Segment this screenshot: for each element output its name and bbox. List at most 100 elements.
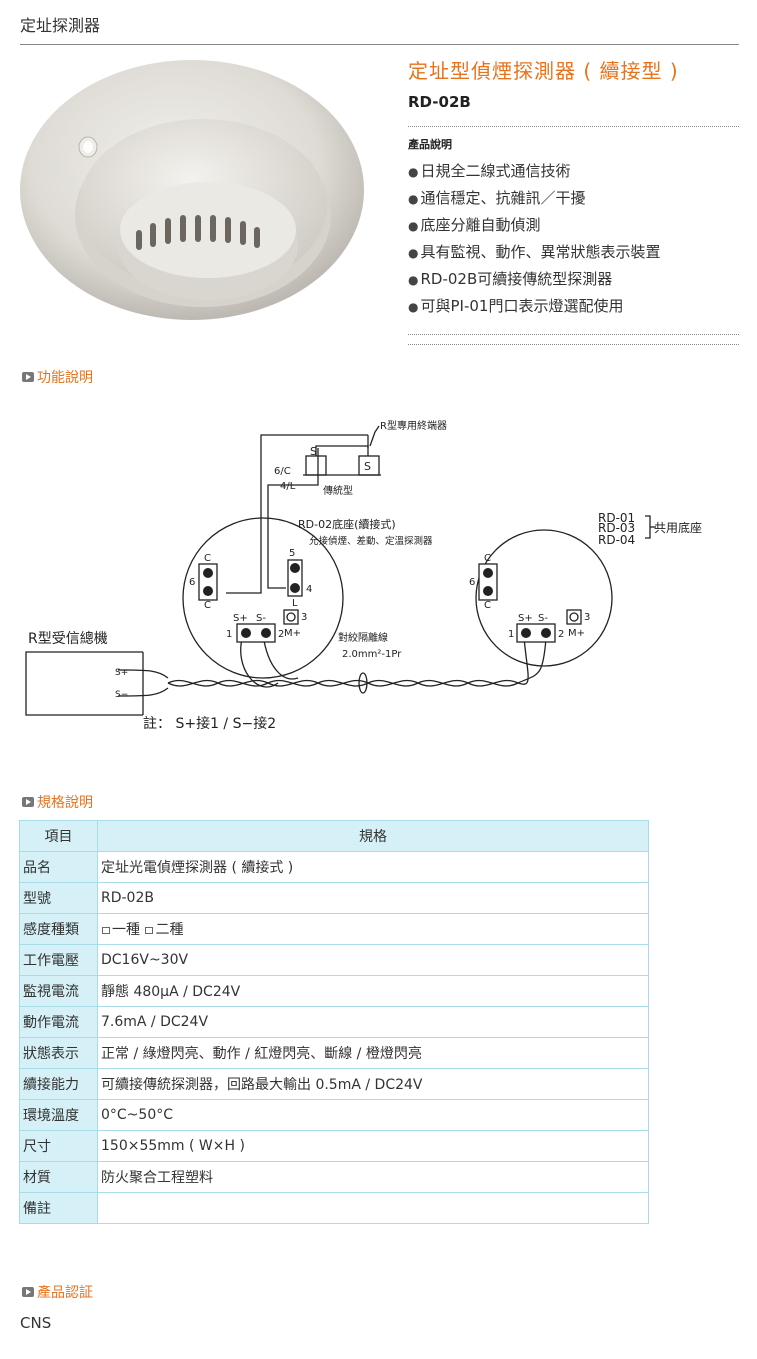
svg-text:S−: S− bbox=[115, 690, 128, 700]
table-row: 材質 防火聚合工程塑料 bbox=[19, 1161, 649, 1193]
row-value: 0°C~50°C bbox=[97, 1099, 649, 1131]
svg-text:RD-02底座(續接式): RD-02底座(續接式) bbox=[298, 517, 396, 531]
row-value: 定址光電偵煙探測器 ( 續接式 ) bbox=[97, 851, 649, 883]
table-row: 續接能力 可續接傳統探測器，回路最大輸出 0.5mA / DC24V bbox=[19, 1068, 649, 1100]
svg-text:C: C bbox=[204, 600, 211, 611]
row-value: RD-02B bbox=[97, 882, 649, 914]
svg-text:RD-03: RD-03 bbox=[598, 521, 635, 535]
svg-text:M+: M+ bbox=[568, 628, 585, 639]
svg-text:R型受信總機: R型受信總機 bbox=[28, 630, 108, 647]
row-label: 工作電壓 bbox=[19, 944, 98, 976]
svg-text:對絞隔離線: 對絞隔離線 bbox=[338, 631, 388, 644]
svg-text:L: L bbox=[292, 598, 298, 609]
row-label: 型號 bbox=[19, 882, 98, 914]
svg-text:C: C bbox=[484, 553, 491, 564]
svg-text:S: S bbox=[364, 460, 371, 473]
svg-text:5: 5 bbox=[289, 548, 295, 559]
table-header-row: 項目 規格 bbox=[19, 820, 649, 852]
page-title: 定址探測器 bbox=[20, 16, 101, 35]
list-item: ●具有監視、動作、異常狀態表示裝置 bbox=[408, 243, 661, 261]
bullet-icon: ● bbox=[408, 192, 419, 206]
row-label: 監視電流 bbox=[19, 975, 98, 1007]
svg-text:S-: S- bbox=[538, 613, 548, 624]
list-item: ●底座分離自動偵測 bbox=[408, 216, 541, 234]
row-label: 尺寸 bbox=[19, 1130, 98, 1162]
table-row: 動作電流 7.6mA / DC24V bbox=[19, 1006, 649, 1038]
svg-text:2: 2 bbox=[278, 629, 284, 640]
row-label: 品名 bbox=[19, 851, 98, 883]
svg-text:傳統型: 傳統型 bbox=[323, 484, 353, 497]
table-header: 規格 bbox=[97, 820, 649, 852]
svg-text:RD-01: RD-01 bbox=[598, 511, 635, 525]
bullet-icon: ● bbox=[408, 273, 419, 287]
table-row: 監視電流 靜態 480μA / DC24V bbox=[19, 975, 649, 1007]
row-label: 狀態表示 bbox=[19, 1037, 98, 1069]
row-label: 材質 bbox=[19, 1161, 98, 1193]
svg-text:6: 6 bbox=[189, 577, 195, 588]
section-spec-heading: 規格說明 bbox=[22, 792, 93, 812]
list-item: ●RD-02B可續接傳統型探測器 bbox=[408, 270, 613, 288]
wiring-diagram: R型專用終端器 6/C 4/L 傳統型 S S RD-02底座(續接式) 允接偵… bbox=[25, 419, 702, 732]
svg-text:S+: S+ bbox=[518, 613, 533, 624]
play-icon bbox=[22, 372, 34, 382]
table-row: 尺寸 150×55mm ( W×H ) bbox=[19, 1130, 649, 1162]
list-item: ●通信穩定、抗雜訊／干擾 bbox=[408, 189, 586, 207]
play-icon bbox=[22, 797, 34, 807]
svg-text:4: 4 bbox=[306, 584, 312, 595]
section-function-heading: 功能說明 bbox=[22, 367, 93, 387]
svg-text:共用底座: 共用底座 bbox=[654, 520, 702, 535]
product-model: RD-02B bbox=[408, 93, 471, 111]
product-info: 定址型偵煙探測器 ( 續接型 ) RD-02B 產品說明 ●日規全二線式通信技術… bbox=[408, 56, 739, 345]
svg-text:2: 2 bbox=[558, 629, 564, 640]
row-label: 動作電流 bbox=[19, 1006, 98, 1038]
svg-text:4/L: 4/L bbox=[280, 481, 296, 492]
product-desc-label: 產品說明 bbox=[408, 138, 452, 151]
list-item: ●可與PI-01門口表示燈選配使用 bbox=[408, 297, 624, 315]
svg-text:C: C bbox=[484, 600, 491, 611]
table-row: 型號 RD-02B bbox=[19, 882, 649, 914]
svg-text:S+: S+ bbox=[233, 613, 248, 624]
row-value: 150×55mm ( W×H ) bbox=[97, 1130, 649, 1162]
page-header: 定址探測器 bbox=[20, 14, 739, 45]
row-value: 防火聚合工程塑料 bbox=[97, 1161, 649, 1193]
svg-text:2.0mm²-1Pr: 2.0mm²-1Pr bbox=[342, 649, 402, 660]
play-icon bbox=[22, 1287, 34, 1297]
bullet-icon: ● bbox=[408, 246, 419, 260]
svg-text:S-: S- bbox=[256, 613, 266, 624]
svg-text:1: 1 bbox=[508, 629, 514, 640]
svg-text:RD-04: RD-04 bbox=[598, 533, 635, 547]
table-header: 項目 bbox=[19, 820, 98, 852]
svg-text:S: S bbox=[310, 445, 317, 458]
divider bbox=[408, 334, 739, 335]
svg-text:M+: M+ bbox=[284, 628, 301, 639]
certification-value: CNS bbox=[20, 1314, 52, 1332]
bullet-icon: ● bbox=[408, 300, 419, 314]
spec-table: 項目 規格 品名 定址光電偵煙探測器 ( 續接式 ) 型號 RD-02B 感度種… bbox=[19, 820, 649, 1224]
svg-text:C: C bbox=[204, 553, 211, 564]
list-item: ●日規全二線式通信技術 bbox=[408, 162, 571, 180]
table-row: 工作電壓 DC16V~30V bbox=[19, 944, 649, 976]
table-row: 感度種類 一種 二種 bbox=[19, 913, 649, 945]
row-value: DC16V~30V bbox=[97, 944, 649, 976]
row-label: 備註 bbox=[19, 1192, 98, 1224]
feature-list: ●日規全二線式通信技術 ●通信穩定、抗雜訊／干擾 ●底座分離自動偵測 ●具有監視… bbox=[408, 158, 739, 320]
table-row: 環境溫度 0°C~50°C bbox=[19, 1099, 649, 1131]
row-label: 感度種類 bbox=[19, 913, 98, 945]
checkbox[interactable] bbox=[145, 926, 154, 934]
table-row: 品名 定址光電偵煙探測器 ( 續接式 ) bbox=[19, 851, 649, 883]
section-cert-heading: 產品認証 bbox=[22, 1282, 93, 1302]
row-value bbox=[97, 1192, 649, 1224]
row-value: 靜態 480μA / DC24V bbox=[97, 975, 649, 1007]
svg-text:允接偵煙、差動、定溫探測器: 允接偵煙、差動、定溫探測器 bbox=[309, 535, 433, 547]
product-title: 定址型偵煙探測器 ( 續接型 ) bbox=[408, 59, 679, 83]
bullet-icon: ● bbox=[408, 219, 419, 233]
svg-text:3: 3 bbox=[301, 612, 307, 623]
row-value: 正常 / 綠燈閃亮、動作 / 紅燈閃亮、斷線 / 橙燈閃亮 bbox=[97, 1037, 649, 1069]
svg-text:6/C: 6/C bbox=[274, 466, 291, 477]
svg-text:註： S+接1 / S−接2: 註： S+接1 / S−接2 bbox=[143, 715, 276, 732]
svg-text:1: 1 bbox=[226, 629, 232, 640]
svg-text:6: 6 bbox=[469, 577, 475, 588]
row-value: 7.6mA / DC24V bbox=[97, 1006, 649, 1038]
checkbox[interactable] bbox=[102, 926, 110, 934]
divider bbox=[408, 126, 739, 127]
